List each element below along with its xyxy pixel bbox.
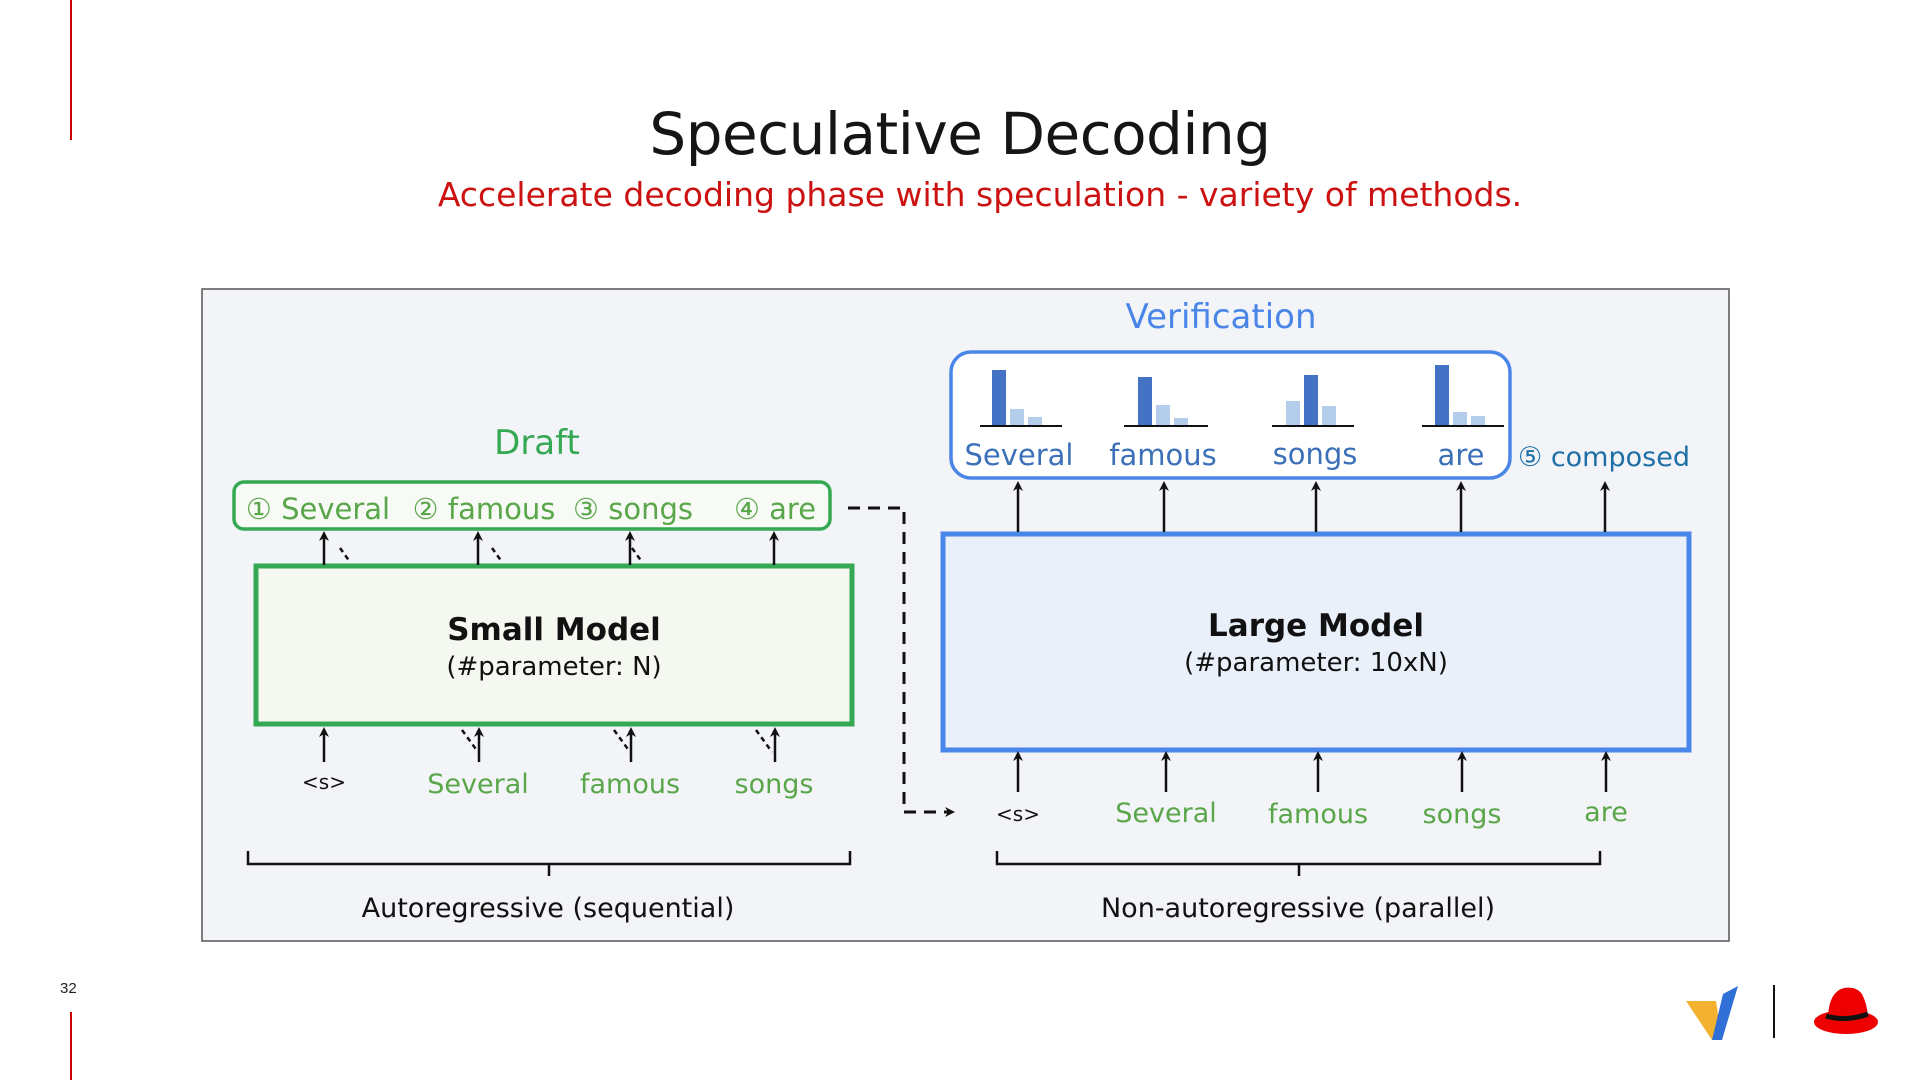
verify-bar-2a: [1138, 377, 1152, 425]
vllm-logo: [1686, 986, 1738, 1040]
verify-bar-2b: [1156, 405, 1170, 425]
small-model-params: (#parameter: N): [446, 652, 661, 682]
large-model-name: Large Model: [1208, 608, 1424, 644]
draft-input-2: Several: [427, 769, 529, 800]
slide-title: Speculative Decoding: [649, 100, 1271, 168]
page-number: 32: [60, 980, 77, 997]
verify-bar-3a: [1286, 401, 1300, 425]
verify-token-3: songs: [1273, 437, 1358, 471]
draft-heading: Draft: [494, 423, 580, 463]
draft-brace: [246, 851, 852, 876]
verify-input-1: <s>: [996, 802, 1040, 826]
draft-brace-label: Autoregressive (sequential): [362, 893, 735, 924]
large-model-box: [940, 531, 1692, 753]
verify-bar-4c: [1471, 416, 1485, 425]
draft-output-3: ③ songs: [573, 492, 693, 526]
verify-input-2: Several: [1115, 798, 1217, 829]
draft-input-1: <s>: [302, 770, 346, 794]
verify-brace: [995, 851, 1602, 876]
verify-input-4: songs: [1423, 799, 1502, 830]
verify-output-arrows: [1013, 481, 1610, 532]
draft-to-verify-connector: [848, 506, 955, 817]
verify-token-4: are: [1438, 438, 1485, 472]
verify-bar-3c: [1322, 406, 1336, 425]
draft-input-4: songs: [735, 769, 814, 800]
verify-bars-3: [1272, 375, 1354, 427]
verify-bar-4a: [1435, 365, 1449, 425]
draft-output-1: ① Several: [246, 492, 390, 526]
draft-feedback-dashes: [338, 547, 774, 753]
draft-input-arrows: [319, 727, 780, 762]
verify-token-1: Several: [964, 438, 1073, 472]
verify-token-2: famous: [1109, 438, 1216, 472]
verify-brace-label: Non-autoregressive (parallel): [1101, 893, 1495, 924]
verify-input-3: famous: [1268, 799, 1368, 830]
verify-bar-2c: [1174, 418, 1188, 425]
verify-bar-1b: [1010, 409, 1024, 425]
redhat-logo: [1814, 987, 1878, 1034]
verify-bars-4: [1422, 365, 1504, 427]
verify-input-arrows: [1013, 751, 1611, 792]
small-model-name: Small Model: [447, 612, 661, 648]
small-model-box: [253, 563, 855, 727]
verify-bar-3b: [1304, 375, 1318, 425]
accent-line-bottom: [70, 1012, 72, 1080]
verification-heading: Verification: [1125, 297, 1316, 337]
slide-subtitle: Accelerate decoding phase with speculati…: [437, 175, 1523, 214]
accent-line-top: [70, 0, 72, 140]
verify-bar-1c: [1028, 417, 1042, 425]
large-model-params: (#parameter: 10xN): [1184, 648, 1448, 678]
verify-extra-token: ⑤ composed: [1518, 442, 1690, 473]
verification-box: [949, 350, 1512, 480]
verify-bars-1: [980, 370, 1062, 427]
draft-output-4: ④ are: [734, 492, 816, 526]
draft-output-2: ② famous: [413, 492, 556, 526]
verify-input-5: are: [1584, 797, 1628, 828]
draft-output-arrows: [319, 531, 779, 565]
draft-input-3: famous: [580, 769, 680, 800]
verify-bar-1a: [992, 370, 1006, 425]
verify-bar-4b: [1453, 412, 1467, 425]
draft-output-box: [232, 480, 832, 531]
verify-bars-2: [1124, 377, 1208, 427]
